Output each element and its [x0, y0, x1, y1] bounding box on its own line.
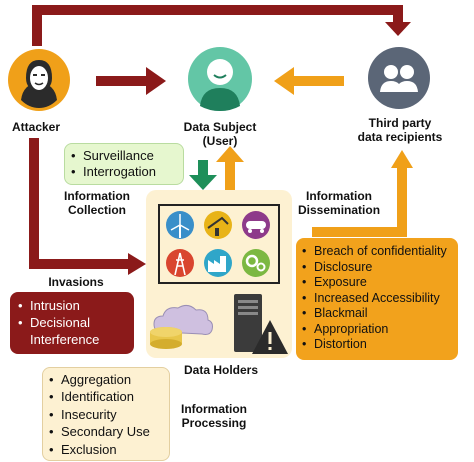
list-item: Disclosure — [302, 260, 452, 276]
list-item: Exclusion — [49, 441, 163, 459]
list-item: Blackmail — [302, 306, 452, 322]
attacker-label: Attacker — [11, 120, 61, 134]
data-subject-label-line1: Data Subject — [183, 120, 257, 134]
data-holders-icon-grid — [158, 204, 280, 284]
holders-to-subject-arrow — [225, 160, 235, 190]
list-item: Interrogation — [71, 164, 177, 180]
list-item: Aggregation — [49, 371, 163, 389]
data-holders-panel — [146, 190, 292, 358]
attacker-to-holders-arrow — [29, 138, 130, 269]
dissemination-arrowhead — [391, 150, 413, 168]
information-collection-title-line1: Information — [64, 189, 130, 203]
cloud-database-icon — [150, 304, 213, 349]
processing-list: Aggregation Identification Insecurity Se… — [49, 371, 163, 458]
list-item: Exposure — [302, 275, 452, 291]
industry-icons — [166, 211, 270, 277]
collection-methods-box: Surveillance Interrogation — [64, 143, 184, 185]
factory-icon — [204, 249, 232, 277]
server-warning-icon — [234, 294, 288, 354]
information-processing-title-line1: Information — [181, 402, 247, 416]
dissemination-arrow — [312, 166, 407, 237]
dissemination-box: Breach of confidentiality Disclosure Exp… — [296, 238, 458, 360]
holders-to-subject-arrowhead — [216, 146, 244, 162]
third-party-label-line1: Third party — [368, 116, 432, 130]
third-party-label: Third party data recipients — [345, 116, 455, 144]
data-holders-label: Data Holders — [183, 363, 259, 377]
list-item: Decisional — [18, 314, 126, 331]
collection-arrow — [198, 160, 208, 176]
data-subject-label: Data Subject (User) — [170, 120, 270, 148]
attacker-to-subject-arrow — [96, 76, 148, 86]
information-dissemination-title-line2: Dissemination — [298, 203, 381, 217]
invasions-list: Intrusion Decisional — [18, 297, 126, 331]
user-icon — [188, 47, 252, 111]
third-party-node: Third party data recipients — [345, 46, 455, 146]
list-item: Breach of confidentiality — [302, 244, 452, 260]
invasions-box: Intrusion Decisional Interference — [10, 292, 134, 354]
power-tower-icon — [166, 249, 194, 277]
dissemination-list: Breach of confidentiality Disclosure Exp… — [302, 244, 452, 353]
collection-arrowhead — [189, 175, 217, 190]
list-item: Distortion — [302, 337, 452, 353]
list-item: Secondary Use — [49, 423, 163, 441]
list-item: Surveillance — [71, 148, 177, 164]
information-processing-title-line2: Processing — [181, 416, 247, 430]
gears-icon — [242, 249, 270, 277]
list-item: Increased Accessibility — [302, 291, 452, 307]
information-processing-label: Information Processing — [172, 402, 256, 430]
attacker-to-holders-arrowhead — [128, 253, 146, 275]
processing-box: Aggregation Identification Insecurity Se… — [42, 367, 170, 461]
oil-pump-icon — [204, 211, 232, 239]
attacker-to-third-party-arrow — [32, 5, 403, 46]
attacker-icon — [8, 49, 70, 111]
information-dissemination-title-line1: Information — [306, 189, 372, 203]
information-dissemination-label: Information Dissemination — [298, 189, 390, 217]
third-party-label-line2: data recipients — [357, 130, 443, 144]
third-party-to-subject-arrow — [292, 76, 344, 86]
list-item: Appropriation — [302, 322, 452, 338]
list-item: Insecurity — [49, 406, 163, 424]
attacker-to-subject-arrowhead — [146, 67, 166, 95]
collection-methods-list: Surveillance Interrogation — [71, 148, 177, 180]
list-item: Identification — [49, 388, 163, 406]
list-item: Intrusion — [18, 297, 126, 314]
invasions-label: Invasions — [48, 275, 104, 289]
list-item-continuation: Interference — [30, 332, 100, 347]
third-party-to-subject-arrowhead — [274, 67, 294, 95]
group-icon — [368, 47, 430, 109]
data-subject-label-line2: (User) — [202, 134, 238, 148]
tanker-icon — [242, 211, 270, 239]
information-collection-label: Information Collection — [58, 189, 136, 217]
information-collection-title-line2: Collection — [67, 203, 126, 217]
wind-turbine-icon — [166, 211, 194, 239]
attacker-to-third-party-arrowhead — [385, 22, 411, 36]
attacker-node: Attacker — [4, 48, 74, 138]
data-subject-node: Data Subject (User) — [170, 46, 270, 156]
